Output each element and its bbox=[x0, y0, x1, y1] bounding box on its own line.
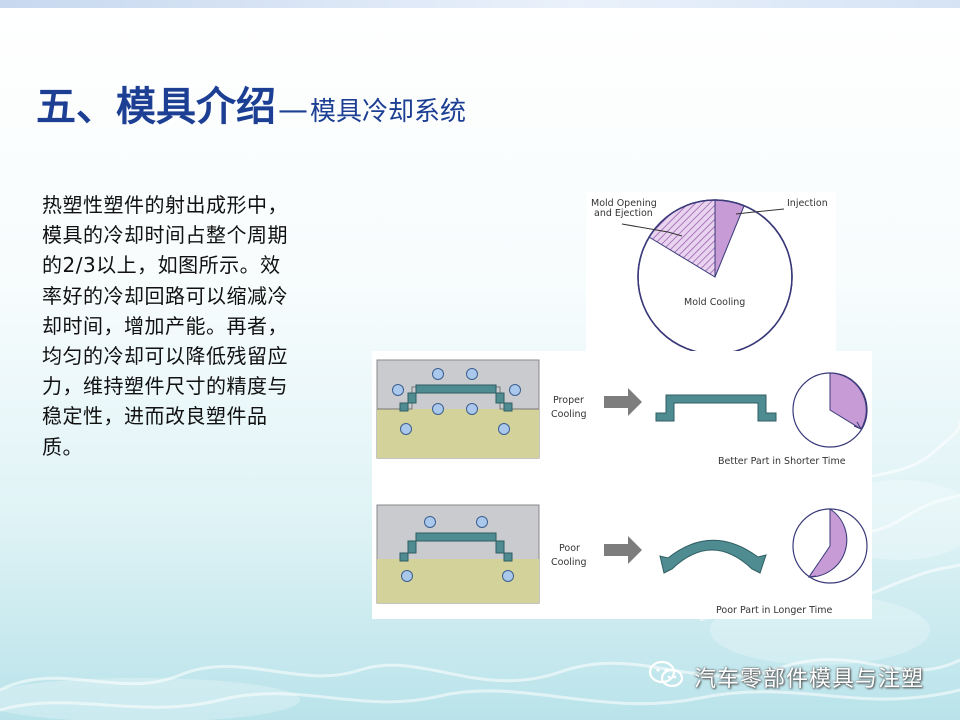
cooling-channel bbox=[502, 570, 514, 582]
cooling-channel bbox=[424, 516, 436, 528]
label-proper-1: Proper bbox=[553, 395, 584, 406]
cooling-channel bbox=[401, 570, 413, 582]
label-injection: Injection bbox=[787, 198, 828, 209]
good-part-shape bbox=[655, 394, 777, 422]
title-main: 五、模具介绍 bbox=[36, 84, 276, 130]
top-accent-bar bbox=[0, 0, 960, 8]
caption-proper: Better Part in Shorter Time bbox=[718, 456, 846, 467]
arrow-right-icon bbox=[604, 388, 642, 416]
cooling-channel bbox=[466, 368, 478, 380]
poor-cooling-mold bbox=[376, 504, 540, 604]
warped-part-shape bbox=[659, 539, 767, 574]
cooling-comparison-svg: Proper Cooling Better Part in Shorter Ti… bbox=[376, 359, 868, 616]
arrow-right-icon bbox=[604, 536, 642, 564]
leader-line-mold-opening bbox=[621, 223, 683, 237]
cooling-channel bbox=[476, 516, 488, 528]
cooling-channel bbox=[392, 384, 404, 396]
cooling-channel bbox=[509, 384, 521, 396]
cooling-channel bbox=[498, 423, 510, 435]
caption-poor: Poor Part in Longer Time bbox=[716, 605, 833, 616]
poor-cooling-pie bbox=[792, 508, 868, 584]
cooling-channel bbox=[432, 403, 444, 415]
label-mold-opening-1: Mold Opening bbox=[591, 198, 657, 209]
cooling-channel bbox=[466, 403, 478, 415]
cooling-comparison-figure: Proper Cooling Better Part in Shorter Ti… bbox=[372, 351, 872, 619]
proper-cooling-mold bbox=[376, 359, 540, 459]
watermark-text: 汽车零部件模具与注塑 bbox=[694, 667, 925, 692]
slide-title: 五、模具介绍—模具冷却系统 bbox=[36, 74, 466, 132]
title-dash: — bbox=[278, 93, 308, 128]
wechat-watermark: 汽车零部件模具与注塑 bbox=[648, 660, 924, 694]
cycle-time-pie-svg: Mold Opening and Ejection Injection Mold… bbox=[591, 198, 828, 355]
cycle-time-pie-figure: Mold Opening and Ejection Injection Mold… bbox=[586, 192, 836, 355]
label-mold-opening-2: and Ejection bbox=[594, 208, 653, 219]
cooling-channel bbox=[432, 368, 444, 380]
label-poor-1: Poor bbox=[559, 543, 580, 554]
label-poor-2: Cooling bbox=[551, 557, 587, 568]
title-subtitle: 模具冷却系统 bbox=[310, 97, 467, 127]
label-mold-cooling: Mold Cooling bbox=[684, 297, 745, 308]
proper-cooling-pie bbox=[792, 372, 868, 448]
body-paragraph: 热塑性塑件的射出成形中，模具的冷却时间占整个周期的2/3以上，如图所示。效率好的… bbox=[42, 193, 288, 459]
label-proper-2: Cooling bbox=[551, 409, 587, 420]
wechat-icon bbox=[648, 660, 686, 694]
leader-line-injection bbox=[735, 208, 785, 215]
cooling-channel bbox=[400, 423, 412, 435]
